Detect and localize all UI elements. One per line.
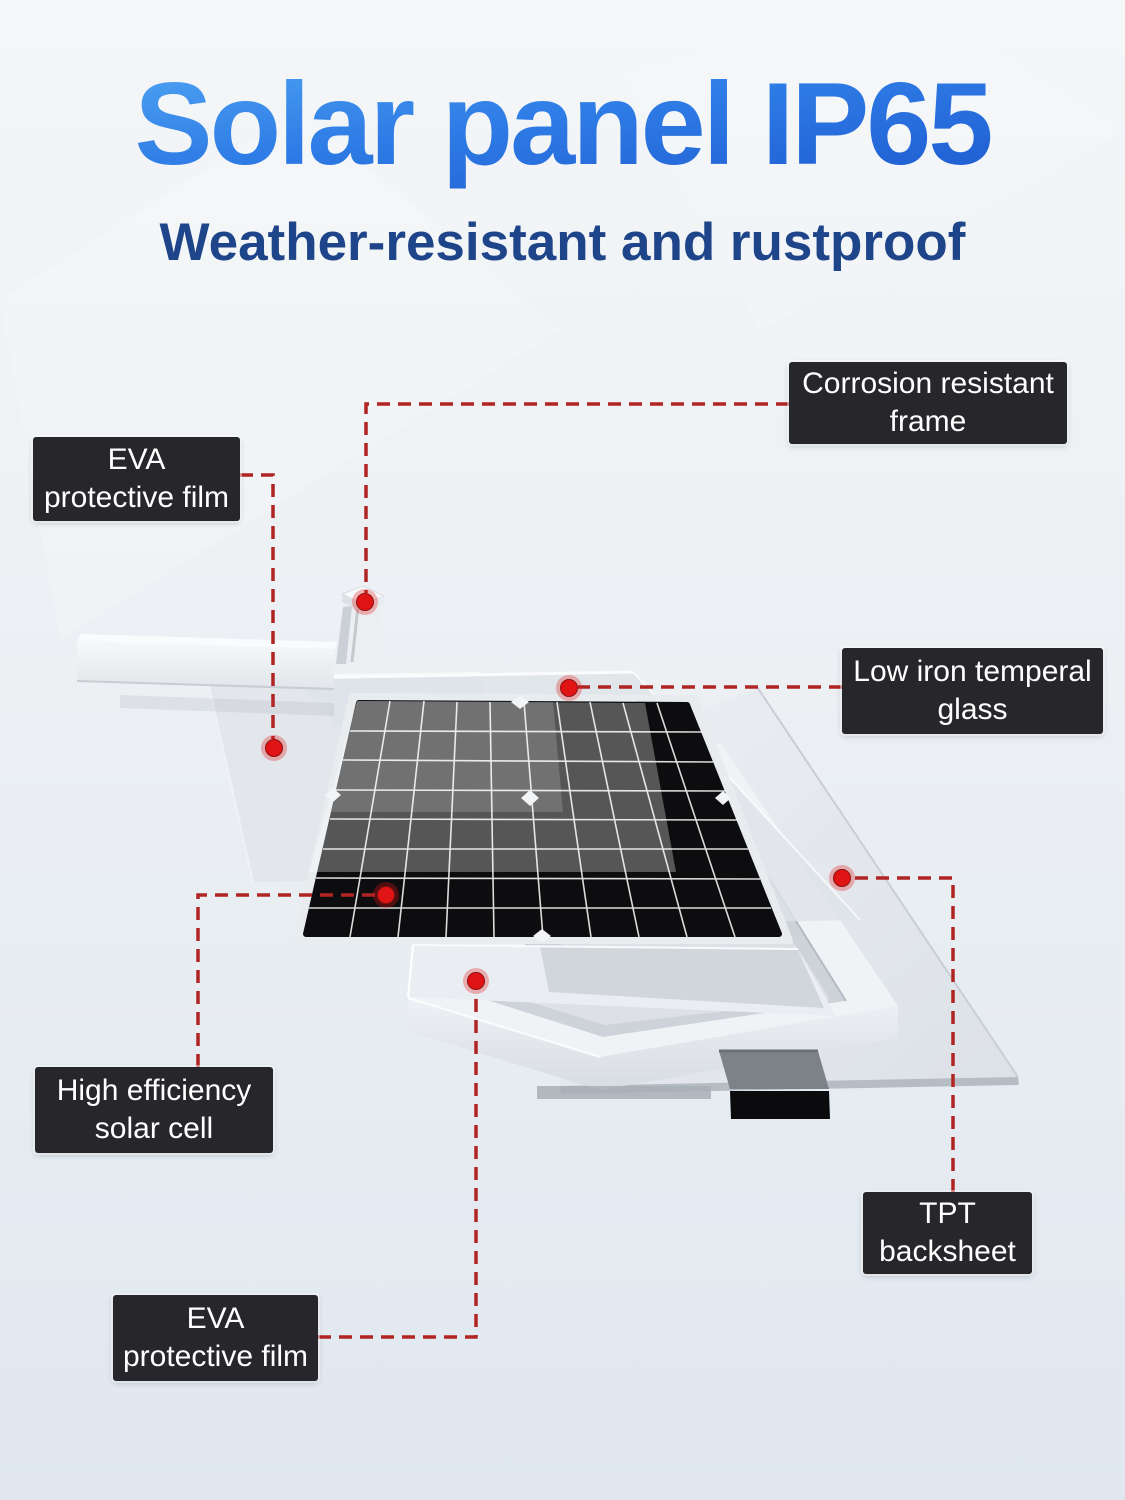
marker-dot-glass xyxy=(556,675,582,701)
callout-eva-protective-film-bottom: EVA protective film xyxy=(113,1295,318,1381)
callout-tpt-backsheet: TPT backsheet xyxy=(863,1192,1032,1274)
eva-protective-film-sheet-bottom xyxy=(407,944,836,1016)
high-efficiency-solar-cell-panel xyxy=(293,693,793,944)
leader-line-cell xyxy=(196,893,377,1067)
leader-line-eva-top xyxy=(240,473,275,739)
page-title: Solar panel IP65 xyxy=(0,59,1125,189)
leader-line-frame xyxy=(364,402,789,593)
marker-dot-eva-bottom xyxy=(463,968,489,994)
page-subtitle: Weather-resistant and rustproof xyxy=(159,213,966,272)
corrosion-resistant-frame-corner xyxy=(76,585,386,716)
callout-low-iron-tempered-glass: Low iron temperal glass xyxy=(842,648,1103,734)
leader-line-eva-bottom xyxy=(318,991,478,1339)
callout-eva-protective-film-top: EVA protective film xyxy=(33,437,240,521)
leader-line-tpt xyxy=(851,876,955,1192)
marker-dot-tpt xyxy=(829,865,855,891)
leader-lines xyxy=(196,402,955,1339)
marker-dot-frame xyxy=(352,589,378,615)
callout-high-efficiency-solar-cell: High efficiency solar cell xyxy=(35,1067,273,1153)
marker-dot-cell xyxy=(373,882,399,908)
marker-dots xyxy=(261,589,855,994)
marker-dot-eva-top xyxy=(261,735,287,761)
cell-corner-diamonds xyxy=(325,695,731,943)
callout-corrosion-resistant-frame: Corrosion resistant frame xyxy=(789,362,1067,444)
junction-box xyxy=(719,1049,830,1119)
